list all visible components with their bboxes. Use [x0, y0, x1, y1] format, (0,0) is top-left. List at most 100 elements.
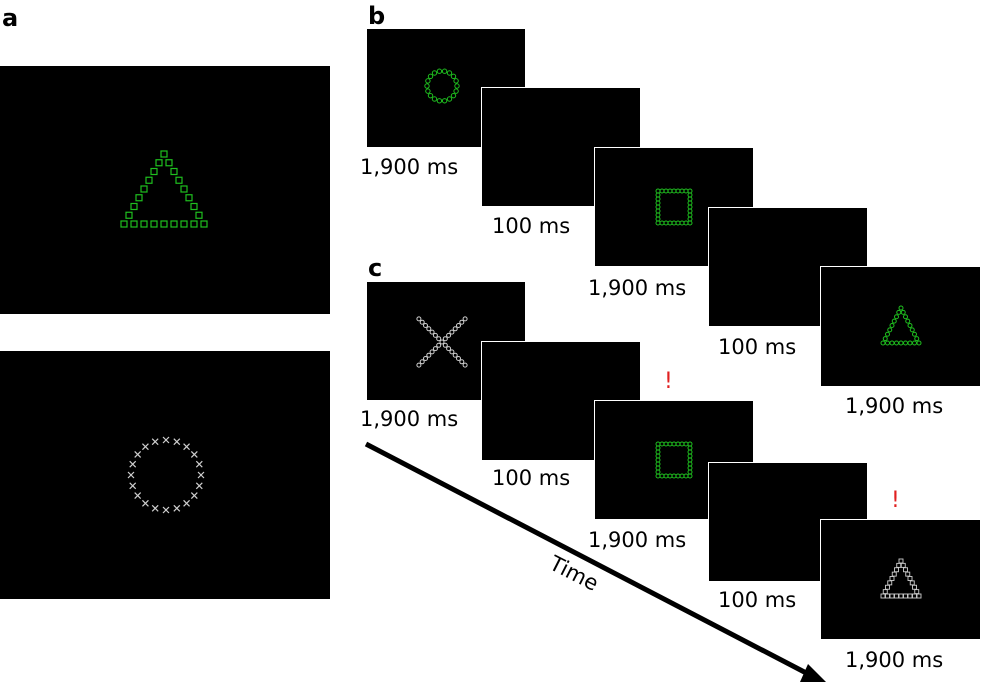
local-cross-stroke [134, 451, 142, 458]
local-circle [436, 336, 442, 342]
alert-mark-2: ! [891, 488, 900, 513]
local-circle [882, 336, 888, 342]
stimulus-green-triangle-of-squares [0, 66, 330, 314]
local-circle [425, 88, 431, 94]
local-circle [419, 359, 425, 365]
green-circle-icon [424, 68, 460, 104]
local-circle [424, 83, 430, 89]
local-circle [431, 96, 438, 102]
local-circle [453, 78, 459, 84]
local-circle [423, 356, 428, 361]
local-circle [687, 473, 693, 479]
panel-label-b: b [368, 2, 386, 30]
local-circle [450, 73, 457, 80]
local-cross-stroke [129, 460, 137, 468]
gray-triangle-icon [880, 558, 922, 599]
local-circle [446, 346, 452, 352]
local-square [125, 211, 133, 219]
c-duration-3: 1,900 ms [588, 528, 687, 552]
b-duration-5: 1,900 ms [845, 394, 944, 418]
local-circle [436, 342, 442, 348]
local-circle [894, 314, 899, 320]
local-square [120, 220, 128, 228]
local-square [907, 593, 913, 599]
local-squares-group [120, 150, 208, 228]
local-cross-stroke [162, 436, 170, 444]
local-circle [427, 92, 434, 99]
panel-label-a: a [2, 4, 19, 32]
local-cross-stroke [190, 492, 198, 499]
local-circle [687, 441, 693, 447]
local-square [894, 593, 899, 599]
local-circle [456, 356, 461, 361]
local-cross-stroke [129, 482, 137, 490]
local-circle [459, 319, 465, 325]
b-duration-4: 100 ms [718, 335, 797, 359]
local-circle [462, 362, 468, 368]
local-circle [432, 332, 438, 338]
local-circle [889, 323, 895, 328]
local-circle [914, 336, 920, 342]
local-circle [909, 327, 915, 333]
local-circle [885, 331, 890, 337]
local-circle [431, 70, 438, 76]
local-square [170, 220, 178, 228]
local-circle [687, 188, 693, 194]
local-square [170, 167, 178, 176]
c-duration-1: 1,900 ms [360, 407, 459, 431]
local-circle [452, 326, 458, 332]
local-circle [655, 216, 661, 222]
local-circle [454, 83, 460, 89]
green-square-icon [655, 188, 693, 226]
local-circle [446, 70, 453, 76]
local-cross-stroke [183, 499, 190, 507]
local-circle [432, 346, 438, 352]
local-circle [449, 329, 455, 335]
stimulus-gray-circle-of-crosses [0, 351, 330, 599]
local-square [155, 159, 163, 167]
local-cross-stroke [142, 443, 149, 451]
local-circle [416, 362, 422, 368]
local-circle [446, 332, 452, 338]
local-square [160, 150, 168, 158]
local-circle [429, 329, 435, 335]
b-duration-1: 1,900 ms [360, 155, 459, 179]
local-cross-stroke [183, 443, 190, 451]
local-circle [446, 96, 453, 102]
green-triangle-icon [880, 305, 922, 346]
local-circle [453, 88, 459, 94]
local-circle [462, 316, 468, 322]
local-circle [903, 314, 908, 320]
local-circle [436, 68, 443, 74]
local-square [150, 220, 158, 228]
local-crosses-group [127, 436, 205, 514]
c-duration-4: 100 ms [718, 588, 797, 612]
c-frame-5-triangle [820, 519, 981, 640]
local-square [165, 159, 173, 167]
local-circle [442, 336, 448, 342]
local-circle [426, 326, 432, 332]
b-frame-5-triangle [820, 266, 981, 387]
panel-label-c: c [368, 254, 383, 282]
local-circle [452, 352, 458, 358]
local-cross-stroke [173, 438, 181, 446]
local-circle [416, 316, 422, 322]
local-circle [425, 78, 431, 84]
local-circle [427, 73, 434, 80]
time-arrow-head [800, 664, 826, 682]
local-cross-stroke [127, 471, 135, 479]
local-cross-stroke [151, 504, 159, 512]
local-cross-stroke [173, 504, 181, 512]
local-circle [916, 340, 922, 346]
local-circle [900, 309, 906, 315]
b-duration-3: 1,900 ms [588, 276, 687, 300]
gray-x-icon [416, 316, 468, 368]
local-square [130, 202, 138, 211]
local-circle [441, 98, 448, 104]
local-square [180, 185, 188, 193]
green-square-icon [655, 441, 693, 479]
local-square [185, 194, 193, 202]
local-cross-stroke [134, 492, 142, 499]
local-square [135, 194, 143, 202]
local-square [898, 593, 904, 599]
